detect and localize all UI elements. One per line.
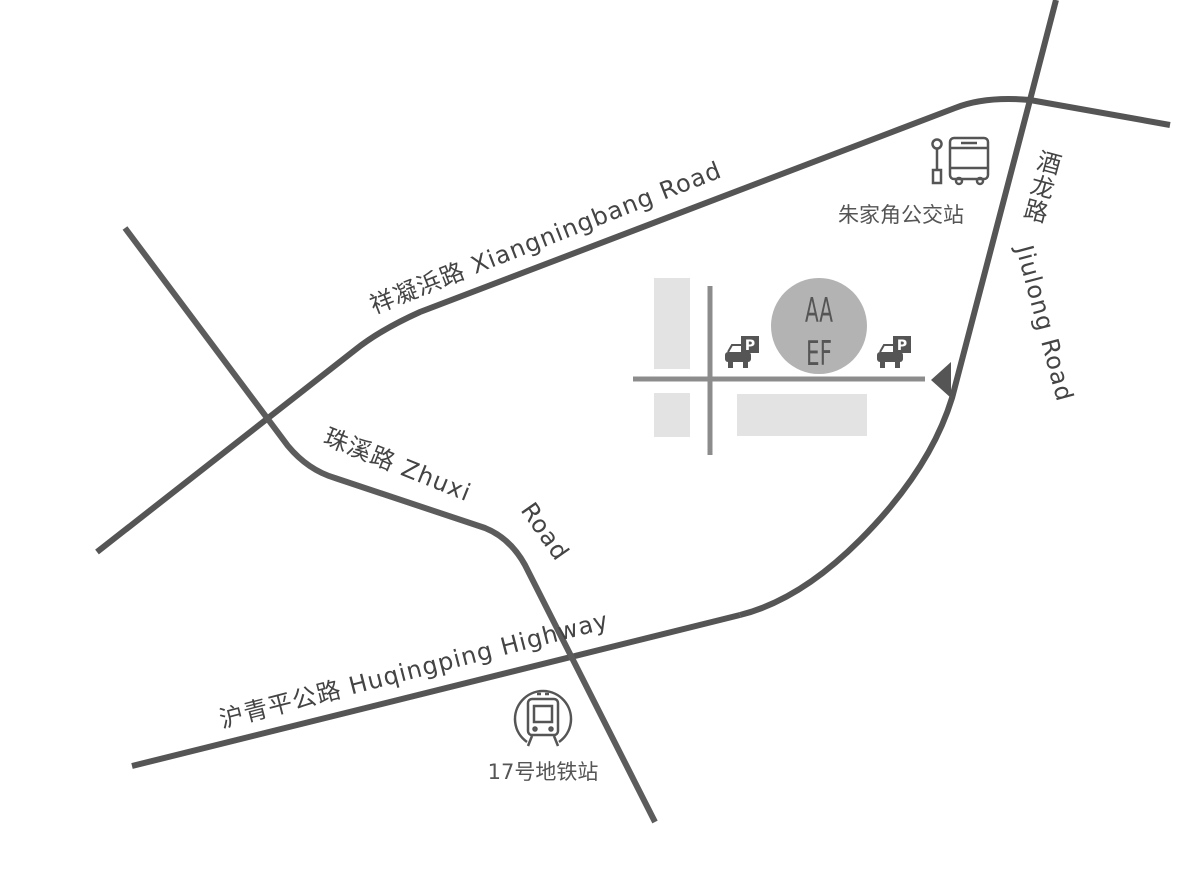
parking-label: P [897, 338, 907, 354]
zhuxi-road [122, 226, 658, 824]
zhuxi-road-label: 珠溪路 Zhuxi [320, 423, 475, 508]
xiangningbang-road [95, 96, 1171, 555]
building-block [737, 394, 867, 436]
jiulong-road-en-label: Jiulong Road [1010, 240, 1079, 404]
entrance-arrow-icon [931, 362, 951, 398]
bus-stop-icon [931, 136, 990, 186]
building-block [654, 393, 690, 437]
logo-bottom-text: EF [806, 334, 832, 374]
building-block [654, 278, 690, 369]
metro-station-label: 17号地铁站 [488, 760, 599, 784]
jiulong-road-cn-label: 酒龙路 [1017, 146, 1063, 226]
metro-station-icon [513, 689, 573, 747]
parking-icon: P [877, 336, 911, 368]
aaef-logo: AA EF [771, 278, 867, 374]
zhuxi-road-suffix-label: Road [515, 497, 575, 566]
logo-top-text: AA [805, 291, 833, 331]
bus-stop-label: 朱家角公交站 [838, 203, 964, 227]
huqingping-highway [131, 612, 741, 769]
jiulong-road [739, 0, 1059, 618]
parking-label: P [745, 338, 755, 354]
parking-icon: P [725, 336, 759, 368]
